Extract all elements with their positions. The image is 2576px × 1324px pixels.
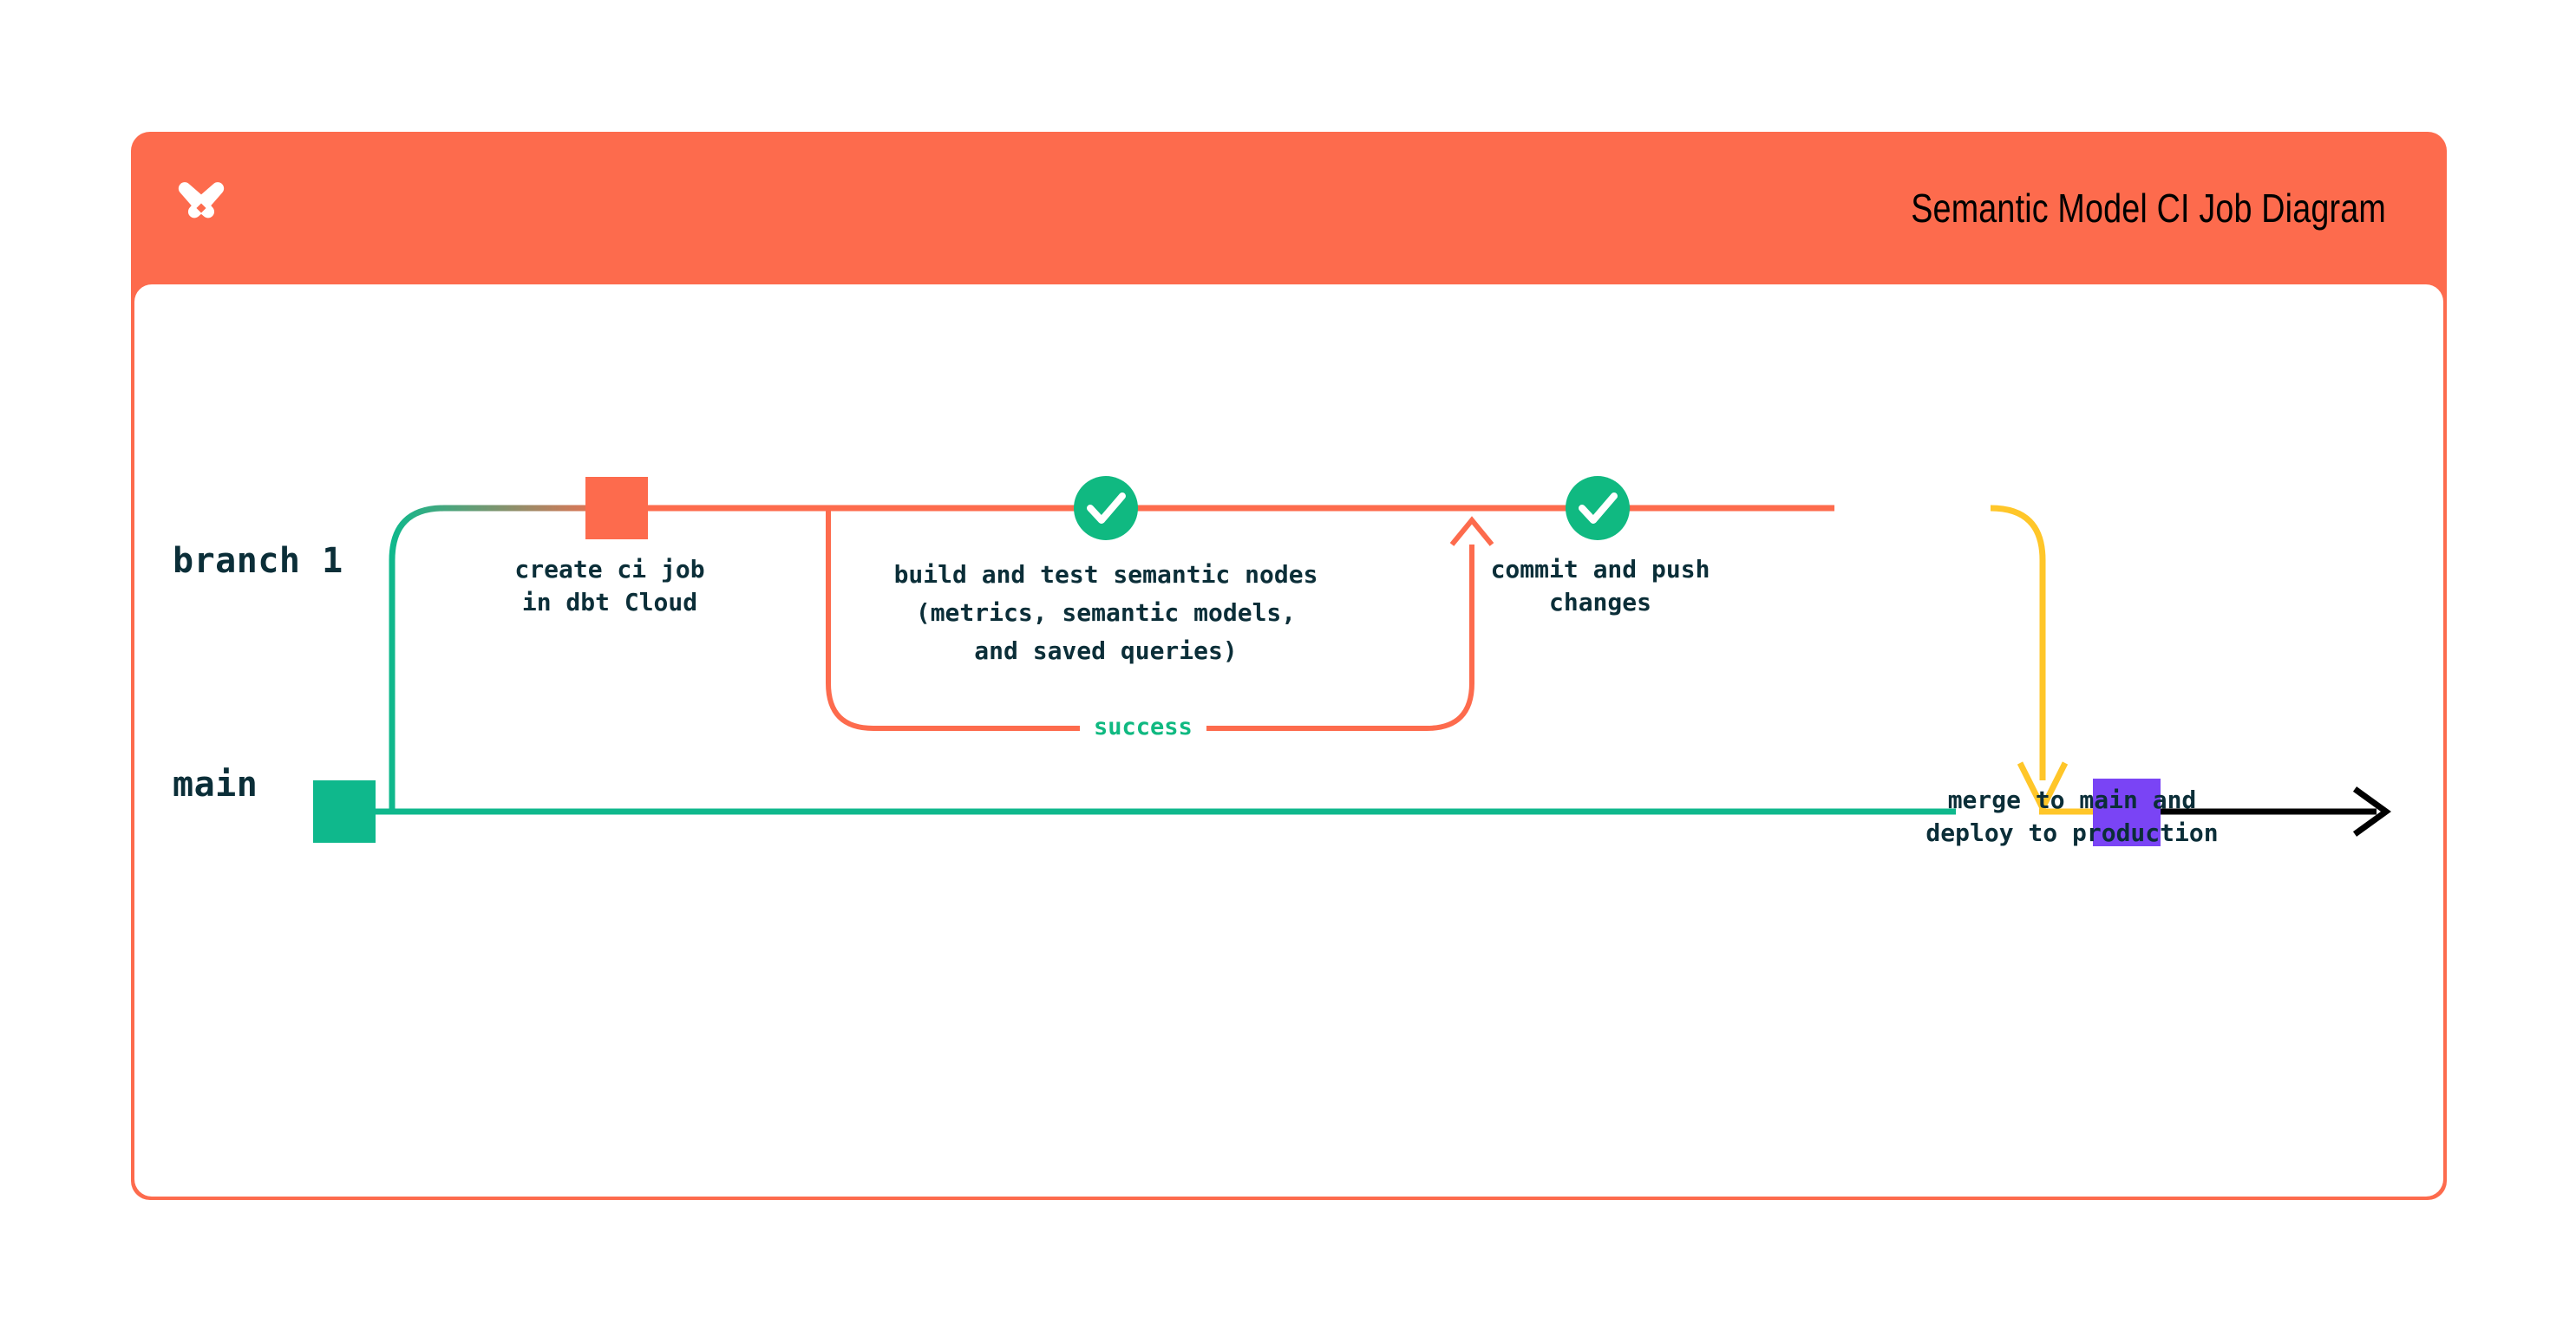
caption-merge-to-main-line-2: deploy to production bbox=[1925, 819, 2219, 847]
merge-edge-path bbox=[1990, 505, 2046, 780]
caption-create-ci-job-line-2: in dbt Cloud bbox=[521, 588, 698, 616]
caption-create-ci-job-line-1: create ci job bbox=[514, 555, 705, 584]
branch-label-branch-1: branch 1 bbox=[173, 541, 343, 581]
create-ci-job-node bbox=[585, 477, 648, 539]
caption-build-and-test-line-2: (metrics, semantic models, bbox=[915, 598, 1297, 627]
check-icon bbox=[1087, 492, 1126, 524]
merge-edge-arrowhead bbox=[2017, 761, 2069, 815]
page-title: Semantic Model CI Job Diagram bbox=[1911, 186, 2386, 231]
card-body: branch 1 main create ci job in dbt Cloud… bbox=[134, 284, 2443, 1197]
commit-and-push-node bbox=[1566, 476, 1630, 540]
success-loop-arrowhead bbox=[1449, 516, 1494, 546]
card-header: Semantic Model CI Job Diagram bbox=[131, 132, 2447, 284]
branch-off-path bbox=[389, 505, 620, 812]
build-and-test-node bbox=[1074, 476, 1138, 540]
production-edge-arrowhead bbox=[2352, 786, 2391, 837]
check-icon bbox=[1579, 492, 1618, 524]
caption-merge-to-main-line-1: merge to main and bbox=[1947, 786, 2197, 814]
branch-label-main: main bbox=[173, 765, 258, 805]
dbt-x-logo-icon bbox=[178, 182, 225, 218]
merge-to-main-node bbox=[2093, 779, 2161, 846]
caption-build-and-test-line-3: and saved queries) bbox=[974, 636, 1238, 665]
diagram-card: Semantic Model CI Job Diagram bbox=[131, 132, 2447, 1200]
edge-label-success: success bbox=[1080, 714, 1206, 740]
caption-commit-and-push-line-1: commit and push bbox=[1490, 555, 1710, 584]
caption-commit-and-push-line-2: changes bbox=[1548, 588, 1651, 616]
main-start-node bbox=[313, 780, 376, 843]
caption-build-and-test-line-1: build and test semantic nodes bbox=[893, 560, 1318, 589]
git-flow-diagram bbox=[134, 284, 2443, 1197]
